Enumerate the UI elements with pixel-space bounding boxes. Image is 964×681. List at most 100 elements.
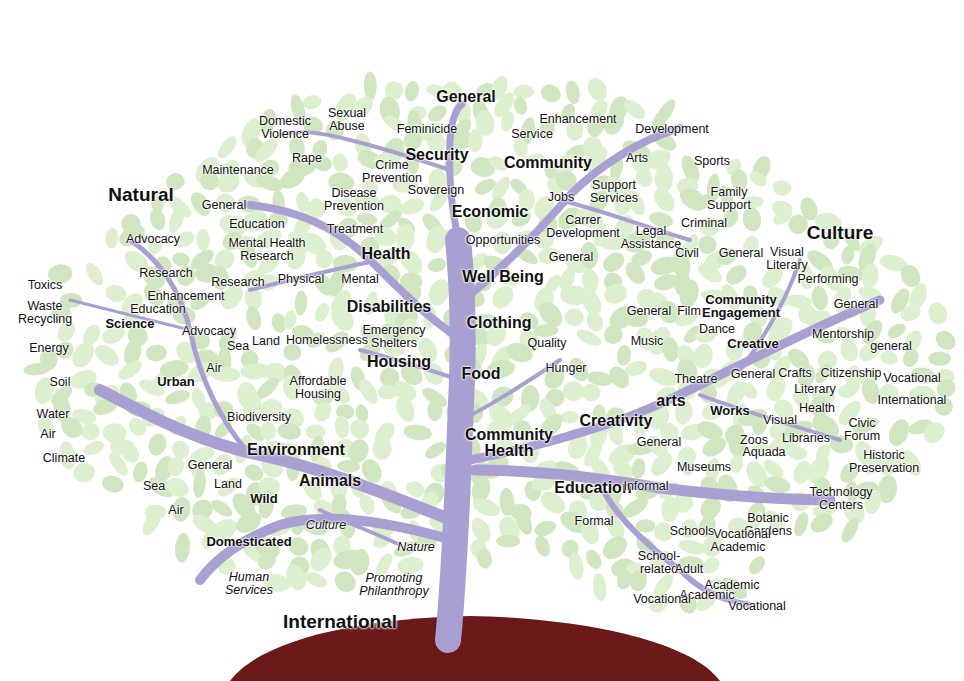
leaf — [306, 543, 336, 575]
branch-label: General — [637, 436, 681, 449]
branch-heading: Works — [710, 404, 750, 417]
leaf — [393, 394, 419, 425]
branches — [70, 104, 880, 640]
leaf — [746, 553, 769, 577]
branch-label: Disease Prevention — [317, 187, 392, 212]
branch-label: Visual Literary — [757, 246, 817, 271]
leaf — [513, 84, 534, 99]
branch-label: Arts — [626, 152, 648, 165]
branch-heading: Community — [504, 155, 592, 171]
category-heading: Culture — [807, 223, 874, 242]
branch-label: Maintenance — [202, 164, 274, 177]
branch-heading: Wild — [250, 492, 277, 505]
leaf — [115, 357, 145, 383]
leaf — [422, 439, 449, 463]
leaf — [372, 436, 393, 461]
leaf — [860, 262, 879, 289]
leaf — [564, 79, 581, 105]
branch-label: Technology Centers — [796, 486, 886, 511]
leaf — [166, 455, 187, 478]
branch-label: Education — [229, 218, 285, 231]
branch-heading: Security — [405, 147, 468, 163]
leaf — [616, 344, 632, 366]
leaf — [145, 344, 167, 362]
leaf — [747, 168, 770, 189]
leaf — [174, 532, 192, 563]
branch-label: Schools — [670, 525, 714, 538]
leaf — [163, 474, 192, 501]
leaf — [165, 203, 188, 235]
leaf — [928, 351, 951, 365]
leaf — [837, 383, 858, 399]
branch-label: Civic Forum — [837, 417, 887, 442]
leaf — [567, 551, 586, 581]
leaf — [792, 510, 812, 538]
branch-label: Rape — [292, 152, 322, 165]
branch-heading: Creativity — [580, 413, 653, 429]
leaf — [171, 251, 192, 268]
branch-label: General — [188, 459, 232, 472]
branch-label: Quality — [528, 337, 567, 350]
branch-label: Film — [677, 305, 701, 318]
leaf — [584, 75, 610, 104]
branch-label: Development — [635, 123, 709, 136]
branch-heading: Science — [105, 317, 154, 330]
branch-heading: Animals — [299, 473, 361, 489]
leaf — [512, 506, 535, 537]
leaf — [276, 164, 308, 192]
leaf — [538, 81, 564, 105]
branch-label: Carrer Development — [538, 214, 628, 239]
branch-label: Human Services — [219, 571, 279, 596]
leaf — [496, 534, 520, 547]
leaf — [23, 362, 52, 377]
branch-label: Sea — [227, 340, 249, 353]
leaf — [695, 260, 725, 286]
leaf — [72, 462, 96, 484]
branch-label: Formal — [575, 515, 614, 528]
leaf — [599, 249, 628, 276]
leaf — [303, 569, 329, 590]
leaf — [333, 415, 350, 440]
branch-label: Domestic Violence — [250, 115, 320, 140]
leaf — [885, 321, 908, 341]
leaf — [488, 282, 518, 313]
branch-label: Water — [37, 408, 70, 421]
branch-label: Research — [139, 267, 193, 280]
branch-label: Sovereign — [408, 184, 464, 197]
leaf — [105, 227, 119, 249]
branch-label: General — [202, 199, 246, 212]
leaf — [838, 337, 861, 364]
branch-label: Libraries — [782, 432, 830, 445]
leaf — [355, 376, 381, 407]
leaf — [533, 323, 559, 338]
leaf — [331, 152, 350, 174]
leaf — [562, 380, 586, 402]
branch-label: Crafts — [778, 367, 811, 380]
leaf — [147, 207, 167, 232]
leaf — [583, 547, 605, 572]
branch-label: Soil — [50, 376, 71, 389]
branch-label: Toxics — [28, 279, 63, 292]
leaf — [580, 382, 602, 403]
leaf — [583, 309, 606, 334]
branch-label: Adult — [675, 563, 704, 576]
leaf — [192, 469, 207, 498]
branch-label: Advocacy — [182, 325, 236, 338]
branch-label: Land — [252, 335, 280, 348]
branch-label: Service — [511, 128, 553, 141]
leaf — [244, 305, 263, 332]
leaf — [622, 259, 649, 288]
leaf — [654, 163, 673, 192]
branch-heading: General — [436, 89, 496, 105]
branch-label: Land — [214, 478, 242, 491]
leaf — [80, 422, 100, 442]
branch-heading: Health — [362, 246, 411, 262]
branch-heading: Education — [554, 480, 631, 496]
leaf — [532, 518, 558, 539]
branch-label: General — [549, 251, 593, 264]
branch-label: Aquada — [742, 446, 785, 459]
branch-label: International — [878, 394, 947, 407]
leaf — [208, 497, 235, 521]
branch-label: Feminicide — [397, 123, 457, 136]
leaf — [306, 424, 326, 439]
